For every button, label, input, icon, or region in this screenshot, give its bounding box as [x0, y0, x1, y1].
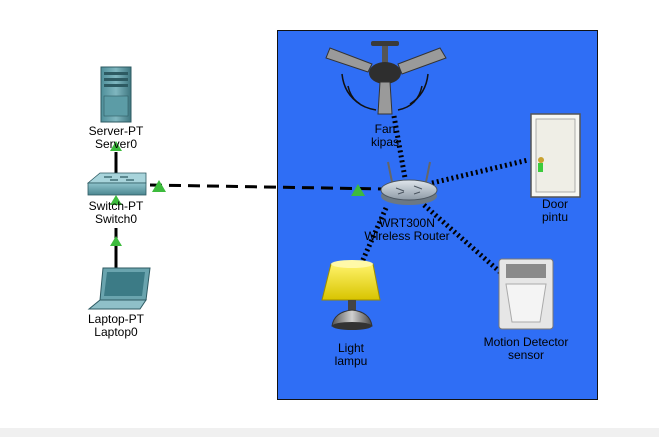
label-light: Light lampu [326, 342, 376, 368]
label-switch-name: Switch0 [94, 212, 138, 226]
server-tower-icon[interactable] [100, 66, 132, 123]
wireless-router-icon[interactable] [380, 161, 438, 205]
link-status-up-icon [351, 184, 365, 196]
ceiling-fan-icon[interactable] [325, 41, 447, 115]
wireless-link-motion[interactable] [422, 203, 502, 274]
link-status-up-icon [110, 141, 122, 151]
wireless-link-door[interactable] [431, 157, 529, 186]
motion-detector-icon[interactable] [498, 258, 554, 330]
label-fan: Fan kipas [360, 123, 410, 149]
link-switch-router[interactable] [149, 183, 386, 191]
label-motion-name: sensor [507, 348, 545, 362]
laptop-icon[interactable] [87, 267, 151, 310]
door-icon[interactable] [530, 113, 581, 198]
label-server-name: Server0 [94, 137, 138, 151]
link-status-up-icon [152, 180, 166, 192]
link-status-up-icon [110, 236, 122, 246]
label-light-type: Light [337, 341, 365, 355]
label-fan-name: kipas [370, 135, 399, 149]
label-motion: Motion Detector sensor [470, 336, 582, 362]
wireless-link-fan[interactable] [391, 115, 408, 179]
label-switch-type: Switch-PT [88, 199, 144, 213]
label-door-type: Door [541, 197, 568, 211]
label-router-type: WRT300N [379, 216, 435, 230]
label-motion-type: Motion Detector [483, 335, 569, 349]
label-door: Door pintu [530, 198, 580, 224]
link-status-up-icon [110, 195, 122, 205]
label-router: WRT300N Wireless Router [352, 217, 462, 243]
switch-icon[interactable] [86, 172, 147, 196]
label-server: Server-PT Server0 [84, 125, 148, 151]
label-switch: Switch-PT Switch0 [84, 200, 148, 226]
label-laptop-type: Laptop-PT [87, 312, 145, 326]
label-door-name: pintu [541, 210, 569, 224]
lamp-icon[interactable] [321, 260, 381, 330]
label-server-type: Server-PT [88, 124, 144, 138]
label-laptop-name: Laptop0 [94, 325, 138, 339]
label-fan-type: Fan [374, 122, 396, 136]
label-laptop: Laptop-PT Laptop0 [84, 313, 148, 339]
label-router-name: Wireless Router [364, 229, 450, 243]
status-bar [0, 428, 659, 437]
label-light-name: lampu [334, 354, 368, 368]
